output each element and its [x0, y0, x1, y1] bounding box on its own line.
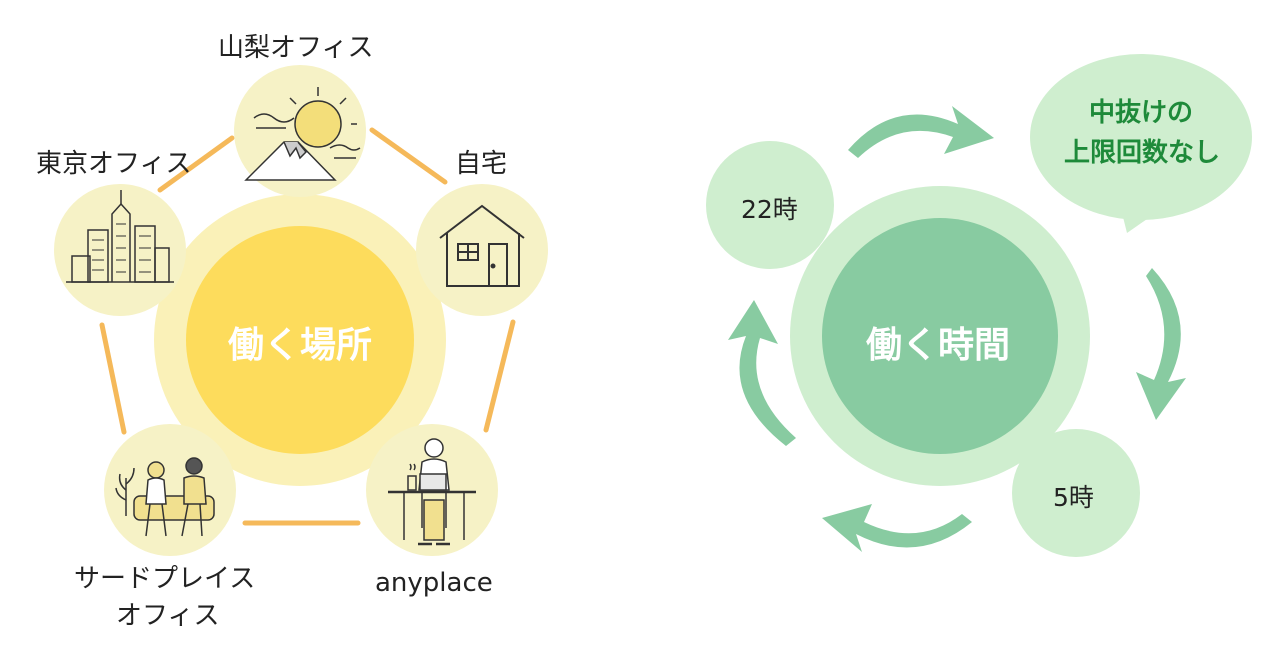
- node-label-third-place-line1: サードプレイス: [74, 563, 255, 597]
- worktime-center-title: 働く時間: [866, 316, 1010, 368]
- connector-tokyo-thirdplace: [102, 325, 124, 432]
- node-anyplace: [366, 424, 498, 556]
- node-label-tokyo: 東京オフィス: [36, 148, 191, 182]
- arrow-right-icon: [1136, 268, 1186, 420]
- arrow-bottom-icon: [822, 504, 972, 552]
- end-time-label: 5時: [1053, 478, 1094, 514]
- bubble-text-line2: 上限回数なし: [1062, 135, 1222, 173]
- node-third-place: [104, 424, 236, 556]
- node-label-yamanashi: 山梨オフィス: [218, 32, 373, 66]
- node-tokyo: [54, 184, 186, 316]
- arrow-top-icon: [848, 106, 994, 158]
- workplace-center-title: 働く場所: [228, 316, 372, 368]
- arrow-left-icon: [728, 300, 796, 446]
- connector-home-anyplace: [486, 322, 513, 430]
- node-yamanashi: [234, 65, 366, 197]
- tokyo-circle: [54, 184, 186, 316]
- node-label-anyplace: anyplace: [375, 567, 493, 601]
- node-home: [416, 184, 548, 316]
- home-circle: [416, 184, 548, 316]
- start-time-label: 22時: [741, 190, 798, 226]
- workplace-diagram: [54, 65, 548, 556]
- connector-yamanashi-home: [372, 130, 445, 182]
- node-label-third-place-line2: オフィス: [116, 600, 219, 634]
- bubble-text-line1: 中抜けの: [1080, 95, 1202, 133]
- third-place-circle: [104, 424, 236, 556]
- node-label-home: 自宅: [455, 148, 507, 182]
